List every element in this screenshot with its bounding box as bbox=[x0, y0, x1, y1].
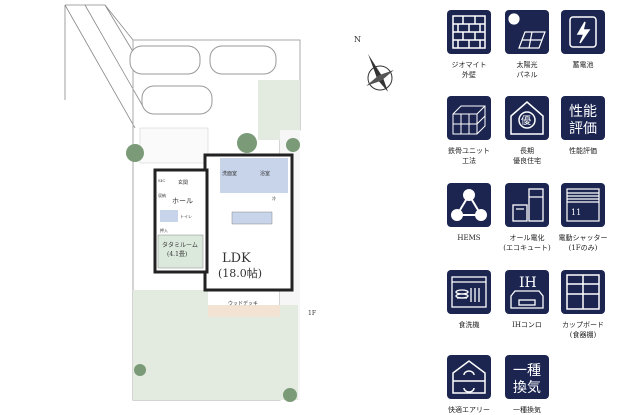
ldk-label: LDK bbox=[222, 251, 251, 266]
feature-label: 性能評価 bbox=[548, 146, 618, 156]
tree-icons bbox=[126, 133, 300, 402]
feature-label: オール電化 (エコキュート) bbox=[492, 233, 562, 253]
feature-label-line1: IHコンロ bbox=[512, 321, 542, 329]
ventilation-text-icon: 一種換気 bbox=[505, 355, 549, 399]
all-electric-icon bbox=[505, 183, 549, 227]
floor-label: 1F bbox=[308, 310, 316, 317]
feature-label: カップボード (食器棚) bbox=[548, 320, 618, 340]
feature-label-line1: 鉄骨ユニット bbox=[448, 147, 490, 155]
feature-label: 一種換気 bbox=[492, 405, 562, 415]
feature-label: 電動シャッター (1Fのみ) bbox=[548, 233, 618, 253]
closet-label: 押入 bbox=[160, 227, 168, 233]
svg-text:11: 11 bbox=[571, 208, 581, 217]
feature-label-line2: パネル bbox=[516, 71, 538, 79]
cupboard-icon bbox=[561, 270, 605, 314]
feature-label-line1: 太陽光 bbox=[516, 61, 538, 69]
feature-label-line1: 長期 bbox=[520, 147, 534, 155]
brick-wall-icon bbox=[447, 10, 491, 54]
performance-text-icon: 性能評価 bbox=[561, 96, 605, 140]
svg-text:一種: 一種 bbox=[513, 363, 541, 379]
shutter-icon: 11 bbox=[561, 183, 605, 227]
tatami-label: タタミルーム bbox=[162, 241, 198, 249]
feature-label: 食洗機 bbox=[434, 320, 504, 330]
steel-frame-icon bbox=[447, 96, 491, 140]
fridge-label: 冷 bbox=[272, 195, 276, 201]
feature-label-line1: 性能評価 bbox=[569, 147, 597, 155]
dishwasher-icon bbox=[447, 270, 491, 314]
feature-label: 鉄骨ユニット工法 bbox=[434, 146, 504, 166]
washroom-label: 洗面室 bbox=[222, 170, 237, 177]
feature-label: 長期優良住宅 bbox=[492, 146, 562, 166]
floor-plan: LDK (18.0帖) タタミルーム (4.1畳) ホール 玄関 洗面室 浴室 … bbox=[64, 4, 394, 402]
feature-label: 蓄電池 bbox=[548, 60, 618, 70]
feature-label-line2: 外壁 bbox=[462, 71, 476, 79]
feature-label: 快適エアリー bbox=[434, 405, 504, 415]
feature-label-line1: HEMS bbox=[457, 234, 481, 242]
svg-text:N: N bbox=[354, 35, 361, 44]
solar-panel-icon bbox=[505, 10, 549, 54]
feature-label: ジオマイト外壁 bbox=[434, 60, 504, 80]
svg-text:性能: 性能 bbox=[569, 104, 597, 120]
feature-label-line1: カップボード bbox=[562, 321, 604, 329]
feature-label-line2: 工法 bbox=[462, 157, 476, 165]
car-icons bbox=[129, 45, 277, 115]
storage-label: 収納 bbox=[158, 192, 166, 198]
compass-icon: N bbox=[354, 35, 394, 92]
feature-label-line1: オール電化 bbox=[509, 234, 545, 242]
tatami-size: (4.1畳) bbox=[167, 251, 187, 258]
feature-label-line2: (1Fのみ) bbox=[568, 244, 598, 252]
svg-text:換気: 換気 bbox=[513, 380, 541, 396]
air-circulation-icon bbox=[447, 355, 491, 399]
feature-label-line2: (食器棚) bbox=[569, 331, 597, 339]
feature-label-line2: 優良住宅 bbox=[513, 157, 541, 165]
feature-label-line1: 食洗機 bbox=[458, 321, 480, 329]
ih-stove-icon: IH bbox=[505, 270, 549, 314]
feature-label: IHコンロ bbox=[492, 320, 562, 330]
feature-label-line2: (エコキュート) bbox=[503, 244, 551, 252]
svg-text:IH: IH bbox=[519, 275, 537, 291]
svg-text:優: 優 bbox=[521, 114, 531, 127]
deck-label: ウッドデッキ bbox=[228, 300, 258, 307]
feature-label-line1: 電動シャッター bbox=[558, 234, 608, 242]
feature-label: HEMS bbox=[434, 233, 504, 243]
feature-label-line1: 一種換気 bbox=[513, 406, 541, 414]
feature-label-line1: 快適エアリー bbox=[448, 406, 490, 414]
sic-label: SIC bbox=[158, 178, 165, 183]
house bbox=[153, 153, 294, 317]
feature-label: 太陽光パネル bbox=[492, 60, 562, 80]
battery-icon bbox=[561, 10, 605, 54]
entrance-label: 玄関 bbox=[178, 179, 188, 186]
hall-label: ホール bbox=[172, 197, 193, 205]
feature-label-line1: 蓄電池 bbox=[572, 61, 594, 69]
svg-text:評価: 評価 bbox=[569, 121, 597, 137]
long-term-house-icon: 優 bbox=[505, 96, 549, 140]
feature-label-line1: ジオマイト bbox=[451, 61, 487, 69]
toilet-label: トイレ bbox=[180, 214, 192, 219]
hems-icon bbox=[447, 183, 491, 227]
ldk-size: (18.0帖) bbox=[218, 267, 262, 280]
bath-label: 浴室 bbox=[260, 170, 270, 177]
